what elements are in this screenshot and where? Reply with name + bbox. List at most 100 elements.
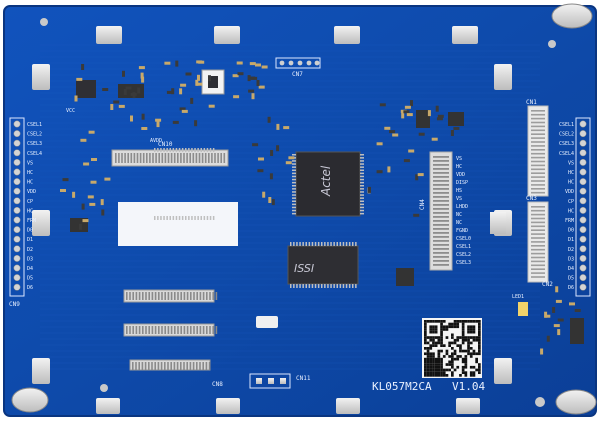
header-pin: [13, 254, 21, 262]
header-pin: [13, 130, 21, 138]
header-pin: [13, 245, 21, 253]
header-pin: [13, 226, 21, 234]
bottom-edge-pads: [96, 398, 480, 414]
header-pin-label: CSEL2: [27, 132, 42, 138]
header-pin: [13, 274, 21, 282]
center-pin-label: DISP: [456, 180, 468, 186]
header-pin: [13, 158, 21, 166]
cn11-connector: CN11: [249, 373, 311, 389]
header-pin-label: D5: [27, 276, 33, 282]
header-pin: [579, 206, 587, 214]
header-pin: [579, 197, 587, 205]
header-pin-label: HC: [568, 208, 574, 214]
header-pin-label: D4: [27, 266, 33, 272]
header-pin: [579, 254, 587, 262]
cn9-label: CN9: [9, 301, 20, 308]
header-pin-label: HC: [568, 180, 574, 186]
header-pin-label: HC: [27, 208, 33, 214]
header-pin: [579, 235, 587, 243]
header-pin: [579, 158, 587, 166]
header-pin: [13, 206, 21, 214]
cn1-label: CN1: [526, 99, 537, 106]
header-pin-label: CSEL4: [559, 151, 574, 157]
cn4-label: CN4: [419, 199, 426, 210]
header-pin: [579, 139, 587, 147]
center-pin-label: VDD: [456, 172, 465, 178]
side-pads: [32, 64, 512, 384]
header-pin-label: D0: [27, 228, 33, 234]
header-pin-label: VDD: [27, 189, 36, 195]
center-pin-label: LHDD: [456, 204, 468, 210]
sram-chip: ISSI: [287, 242, 359, 288]
header-pin-label: D6: [568, 285, 574, 291]
avdd-label: AVDD: [150, 138, 162, 144]
header-pin-label: HC: [568, 170, 574, 176]
center-pin-label: CSEL3: [456, 260, 471, 266]
header-pin: [13, 187, 21, 195]
header-pin-label: FRM: [27, 218, 36, 224]
cn7-label: CN7: [292, 71, 303, 78]
header-pin: [579, 120, 587, 128]
header-pin-label: CSEL2: [559, 132, 574, 138]
header-pin: [13, 120, 21, 128]
header-pin: [13, 178, 21, 186]
center-pin-label: HC: [456, 164, 462, 170]
header-pin-label: D2: [27, 247, 33, 253]
header-pin-label: D5: [568, 276, 574, 282]
header-pin: [579, 226, 587, 234]
center-pin-label: CSEL1: [456, 244, 471, 250]
center-pin-label: CSEL0: [456, 236, 471, 242]
header-pin-label: HC: [27, 170, 33, 176]
top-edge-pads: [96, 26, 478, 44]
header-pin-label: D0: [568, 228, 574, 234]
header-pin: [579, 168, 587, 176]
header-pin: [579, 130, 587, 138]
right-header-connector: [575, 117, 591, 297]
smd-components: [60, 60, 582, 355]
header-pin-label: CP: [568, 199, 574, 205]
right-fpc-connectors: CN1 CN3: [526, 99, 549, 283]
cn8-label: CN8: [212, 381, 223, 388]
header-pin-label: CSEL3: [559, 141, 574, 147]
header-pin-label: D1: [568, 237, 574, 243]
header-pin: [13, 139, 21, 147]
header-pin-label: CSEL1: [27, 122, 42, 128]
mcu-chip: Actel: [154, 148, 364, 220]
header-pin: [579, 264, 587, 272]
header-pin: [13, 168, 21, 176]
header-pin: [13, 264, 21, 272]
header-pin-label: VS: [27, 160, 33, 166]
mounting-holes: [11, 3, 597, 415]
header-pin: [13, 216, 21, 224]
header-pin-label: D3: [27, 256, 33, 262]
header-pin: [579, 187, 587, 195]
header-pin: [579, 149, 587, 157]
header-pin: [579, 178, 587, 186]
header-pin-label: D4: [568, 266, 574, 272]
header-pin: [13, 149, 21, 157]
silkscreen-block: [118, 202, 238, 246]
header-pin-label: D1: [27, 237, 33, 243]
qr-code: [422, 318, 482, 378]
cn7-header: CN7: [275, 57, 321, 78]
header-pin-label: CSEL4: [27, 151, 42, 157]
center-pin-label: HS: [456, 188, 462, 194]
header-pin: [13, 235, 21, 243]
header-pin-label: FRM: [565, 218, 574, 224]
led-label: LED1: [512, 294, 524, 300]
board-model-marking: KL057M2CA: [372, 380, 432, 393]
center-pin-label: NC: [456, 212, 462, 218]
header-pin: [579, 274, 587, 282]
cn2-label: CN2: [542, 281, 553, 288]
header-pin-label: CP: [27, 199, 33, 205]
header-pin-label: HC: [27, 180, 33, 186]
board-version-marking: V1.04: [452, 380, 485, 393]
sram-logo: ISSI: [294, 262, 314, 275]
bottom-fpc-connectors: CN8: [123, 289, 223, 388]
center-pin-label: FGND: [456, 228, 468, 234]
header-pin-label: CSEL1: [559, 122, 574, 128]
header-pin-label: D2: [568, 247, 574, 253]
cn3-label: CN3: [526, 195, 537, 202]
cn11-label: CN11: [296, 375, 311, 382]
header-pin: [579, 216, 587, 224]
